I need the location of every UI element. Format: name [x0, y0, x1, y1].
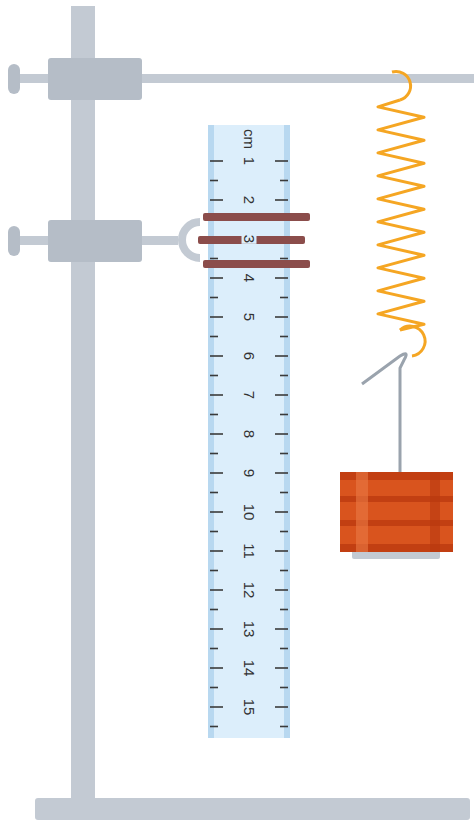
- tick-mark: [280, 609, 288, 611]
- ruler-ticks: [210, 161, 288, 727]
- mass-hook: [362, 354, 406, 474]
- tick-mark: [210, 589, 223, 591]
- tick-mark: [275, 316, 288, 318]
- tick-mark: [280, 414, 288, 416]
- tick-mark: [280, 336, 288, 338]
- tick-mark: [210, 453, 218, 455]
- tick-mark: [210, 511, 223, 513]
- scale-number: 3: [242, 234, 257, 244]
- mass-highlight: [356, 472, 368, 552]
- spring-bottom-loop: [400, 326, 425, 356]
- scale-number: 13: [242, 620, 257, 639]
- tick-mark: [210, 375, 218, 377]
- scale-number: 2: [242, 195, 257, 205]
- tick-mark: [210, 277, 223, 279]
- spring-coil: [378, 100, 424, 330]
- tick-mark: [280, 648, 288, 650]
- tick-mark: [275, 472, 288, 474]
- tick-mark: [210, 336, 218, 338]
- tick-mark: [210, 297, 218, 299]
- tick-mark: [210, 648, 218, 650]
- tick-mark: [210, 531, 218, 533]
- scale-number: 11: [242, 542, 257, 560]
- tick-mark: [280, 492, 288, 494]
- tick-mark: [275, 589, 288, 591]
- scale-number: 12: [242, 581, 257, 600]
- tick-mark: [210, 492, 218, 494]
- tick-mark: [210, 550, 223, 552]
- tick-mark: [275, 277, 288, 279]
- tick-mark: [210, 687, 218, 689]
- mass-shade: [430, 472, 440, 552]
- unit-label: cm: [242, 128, 257, 150]
- tick-mark: [280, 180, 288, 182]
- tick-mark: [210, 316, 223, 318]
- tick-mark: [280, 726, 288, 728]
- tick-mark: [210, 667, 223, 669]
- tick-mark: [280, 453, 288, 455]
- tick-mark: [275, 706, 288, 708]
- tick-mark: [275, 628, 288, 630]
- top-clamp: [48, 58, 142, 100]
- tick-mark: [210, 180, 218, 182]
- scale-number: 7: [242, 390, 257, 400]
- ruler-screw: [8, 226, 20, 256]
- tick-mark: [210, 433, 223, 435]
- stand-pole: [71, 6, 95, 800]
- tick-mark: [210, 472, 223, 474]
- scale-number: 5: [242, 312, 257, 322]
- tick-mark: [280, 687, 288, 689]
- scale-number: 10: [242, 503, 257, 522]
- scale-number: 9: [242, 468, 257, 478]
- ruler-clamp: [48, 220, 142, 262]
- scale-number: 15: [242, 698, 257, 717]
- tick-mark: [210, 160, 223, 162]
- scale-number: 1: [242, 156, 257, 166]
- tick-mark: [280, 375, 288, 377]
- marker-band: [203, 213, 310, 221]
- tick-mark: [275, 550, 288, 552]
- tick-mark: [280, 297, 288, 299]
- tick-mark: [210, 414, 218, 416]
- spring-top-loop: [392, 71, 411, 100]
- top-screw: [8, 64, 20, 94]
- hanging-mass: [340, 472, 453, 552]
- tick-mark: [275, 160, 288, 162]
- tick-mark: [210, 628, 223, 630]
- tick-mark: [280, 570, 288, 572]
- tick-mark: [275, 199, 288, 201]
- tick-mark: [210, 355, 223, 357]
- scale-number: 4: [242, 273, 257, 283]
- tick-mark: [280, 258, 288, 260]
- scale-number: 6: [242, 351, 257, 361]
- tick-mark: [275, 394, 288, 396]
- scale-number: 8: [242, 429, 257, 439]
- tick-mark: [210, 726, 218, 728]
- tick-mark: [210, 570, 218, 572]
- tick-mark: [210, 199, 223, 201]
- scale-number: 14: [242, 659, 257, 678]
- stand-base: [35, 798, 470, 820]
- tick-mark: [275, 433, 288, 435]
- tick-mark: [275, 511, 288, 513]
- ruler-holder-ring: [182, 222, 200, 258]
- tick-mark: [210, 258, 218, 260]
- tick-mark: [210, 706, 223, 708]
- marker-band: [203, 260, 310, 268]
- tick-mark: [210, 609, 218, 611]
- tick-mark: [275, 667, 288, 669]
- tick-mark: [280, 531, 288, 533]
- tick-mark: [275, 355, 288, 357]
- tick-mark: [210, 394, 223, 396]
